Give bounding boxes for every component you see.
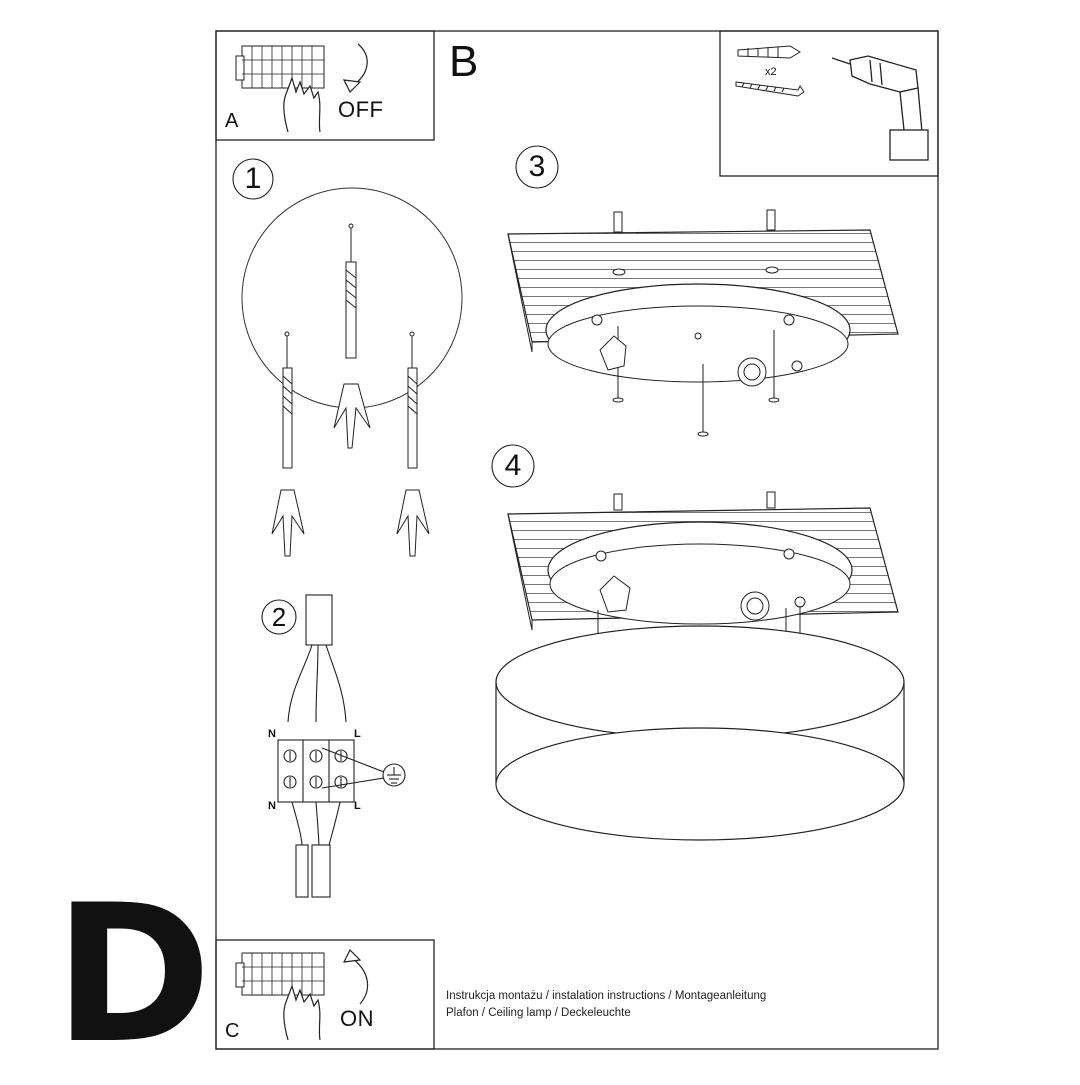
caption-line-1: Instrukcja montażu / instalation instruc…: [446, 990, 767, 1002]
panel-c-on-label: ON: [340, 1006, 374, 1031]
terminal-label-l-bottom: L: [354, 800, 361, 812]
breaker-panel-icon: [235, 952, 325, 996]
step1-illustration: [241, 187, 463, 557]
step-number-circles: [232, 145, 559, 635]
hand-icon: [283, 76, 321, 133]
step-4-number: 4: [504, 449, 522, 482]
ground-symbol-icon: [382, 763, 406, 787]
screw-icon: [735, 81, 805, 97]
panel-a-letter: A: [225, 110, 239, 132]
drill-icon: [831, 55, 929, 161]
step4-assembly-illustration: [495, 491, 905, 841]
rotate-arrow-icon: [342, 948, 369, 1005]
wall-plug-icon: [737, 45, 801, 59]
panel-b-quantity: x2: [765, 66, 777, 78]
corner-mark: D: [54, 864, 212, 1085]
step-2-number: 2: [271, 602, 287, 632]
panel-b-letter: B: [449, 37, 479, 86]
caption-line-2: Plafon / Ceiling lamp / Deckeleuchte: [446, 1007, 631, 1019]
panel-a-off-label: OFF: [338, 97, 384, 122]
step3-mounting-illustration: [507, 209, 899, 437]
sheet-frame: [215, 30, 939, 1050]
step-3-number: 3: [528, 150, 546, 183]
panel-c-letter: C: [225, 1020, 240, 1042]
terminal-label-l-top: L: [354, 728, 361, 740]
breaker-panel-icon: [235, 45, 325, 89]
hand-icon: [283, 984, 321, 1041]
terminal-label-n-top: N: [268, 728, 276, 740]
rotate-arrow-icon: [342, 43, 368, 94]
step-1-number: 1: [244, 162, 262, 195]
step2-wiring-illustration: [277, 594, 385, 898]
terminal-label-n-bottom: N: [268, 800, 276, 812]
